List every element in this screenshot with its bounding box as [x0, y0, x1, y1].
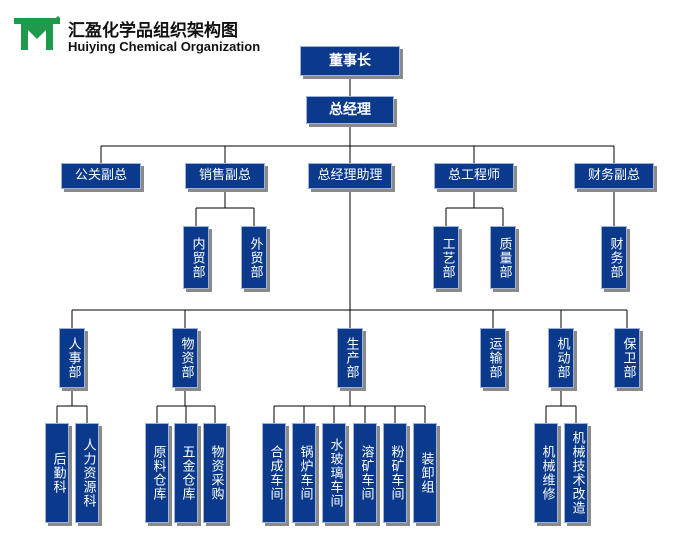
hardware-warehouse-box[interactable]: 五金仓库 [174, 423, 198, 523]
foreign-trade-dept-box[interactable]: 外贸部 [241, 226, 267, 289]
ore-dissolving-workshop-box[interactable]: 溶矿车间 [353, 423, 377, 523]
chief-engineer-box[interactable]: 总工程师 [434, 163, 514, 189]
water-glass-workshop-box[interactable]: 水玻璃车间 [322, 423, 346, 523]
security-dept-box[interactable]: 保卫部 [614, 328, 640, 388]
chairman-box[interactable]: 董事长 [300, 46, 400, 76]
gm-assistant-box[interactable]: 总经理助理 [308, 163, 392, 189]
finance-vp-box[interactable]: 财务副总 [574, 163, 654, 189]
raw-material-warehouse-box[interactable]: 原料仓库 [145, 423, 169, 523]
domestic-trade-dept-box[interactable]: 内贸部 [183, 226, 209, 289]
sales-vp-box[interactable]: 销售副总 [185, 163, 265, 189]
transport-dept-box[interactable]: 运输部 [480, 328, 506, 388]
machine-tech-upgrade-box[interactable]: 机械技术改造 [564, 423, 588, 523]
pr-vp-box[interactable]: 公关副总 [61, 163, 141, 189]
boiler-workshop-box[interactable]: 锅炉车间 [292, 423, 316, 523]
logistics-section-box[interactable]: 后勤科 [45, 423, 69, 523]
procurement-box[interactable]: 物资采购 [203, 423, 227, 523]
chart-title-en: Huiying Chemical Organization [68, 39, 261, 54]
machine-repair-box[interactable]: 机械维修 [534, 423, 558, 523]
finance-dept-box[interactable]: 财务部 [601, 226, 627, 289]
process-dept-box[interactable]: 工艺部 [433, 226, 459, 289]
hr-dept-box[interactable]: 人事部 [59, 328, 85, 388]
chart-title-cn: 汇盈化学品组织架构图 [68, 21, 238, 41]
human-resources-section-box[interactable]: 人力资源科 [75, 423, 99, 523]
synthesis-workshop-box[interactable]: 合成车间 [262, 423, 286, 523]
quality-dept-box[interactable]: 质量部 [490, 226, 516, 289]
materials-dept-box[interactable]: 物资部 [172, 328, 198, 388]
company-logo [13, 16, 61, 51]
production-dept-box[interactable]: 生产部 [337, 328, 363, 388]
powder-ore-workshop-box[interactable]: 粉矿车间 [383, 423, 407, 523]
loading-team-box[interactable]: 装卸组 [413, 423, 437, 523]
mechanical-dept-box[interactable]: 机动部 [548, 328, 574, 388]
general-manager-box[interactable]: 总经理 [306, 96, 394, 124]
